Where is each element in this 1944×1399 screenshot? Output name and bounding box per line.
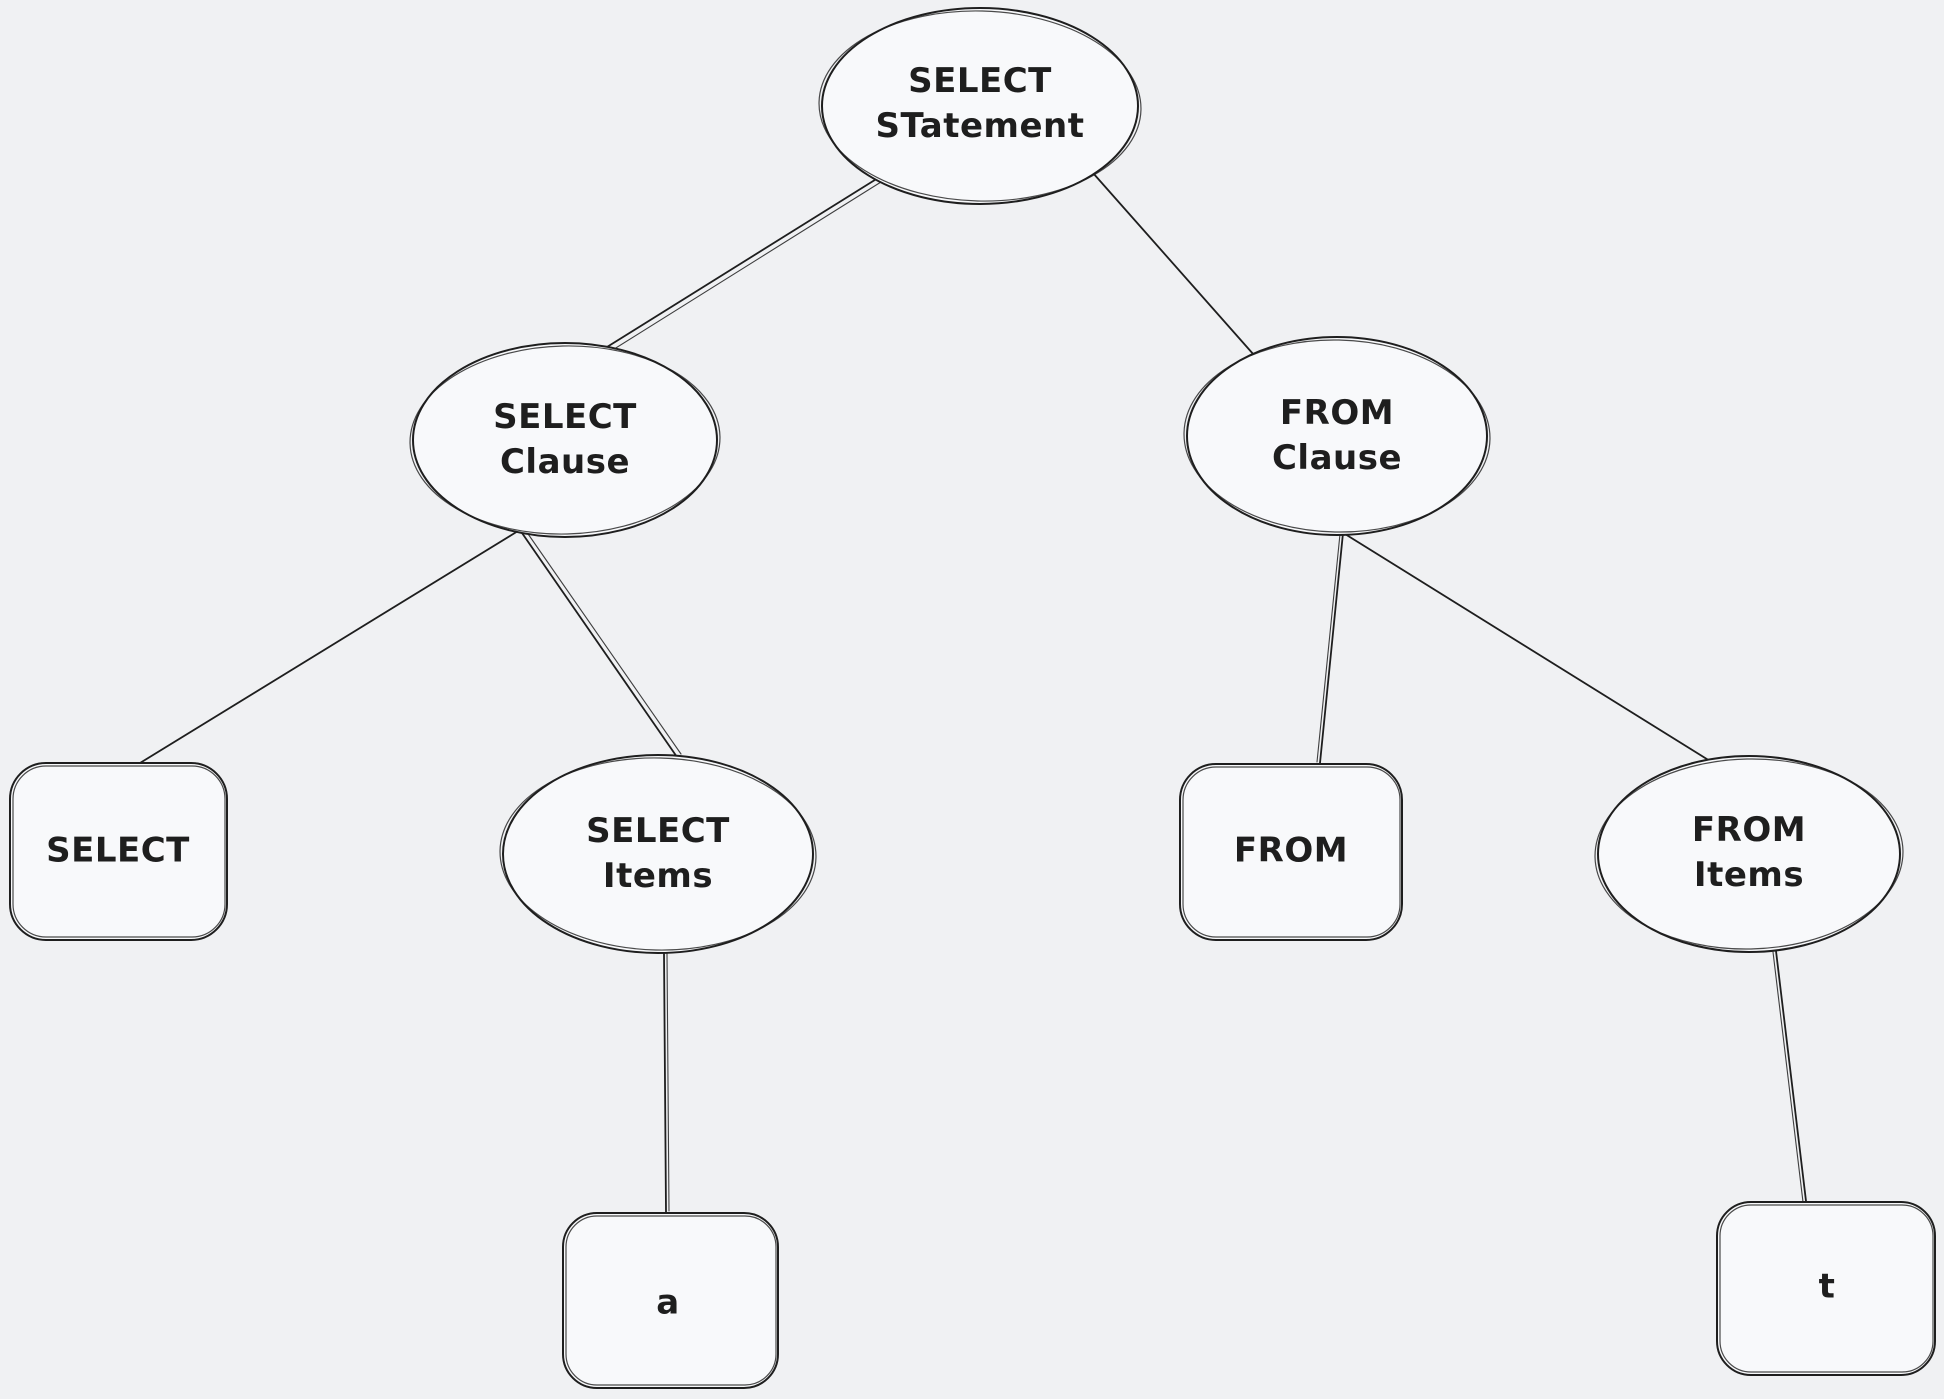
node-from-item-t-shape [1716, 1201, 1936, 1376]
node-from-items-shape [1594, 755, 1904, 953]
edge-select-items-to-select-item-a [663, 952, 670, 1213]
edge-from-clause-to-from-keyword [1316, 532, 1344, 764]
node-select-clause-shape [409, 342, 721, 538]
node-select-keyword-shape [9, 762, 228, 941]
node-select-item-a-shape [562, 1212, 779, 1389]
node-from-keyword-shape [1179, 763, 1403, 941]
node-select-items-shape [499, 754, 817, 954]
edge-select-statement-to-from-clause [1092, 172, 1255, 356]
edge-select-clause-to-select-items [521, 530, 682, 758]
edge-from-clause-to-from-items [1344, 533, 1711, 762]
edges [139, 172, 1807, 1213]
edge-select-statement-to-select-clause [606, 177, 882, 352]
edge-select-clause-to-select-keyword [139, 530, 519, 764]
node-from-clause-shape [1183, 336, 1491, 536]
edge-from-items-to-from-item-t [1772, 950, 1807, 1203]
node-select-statement-shape [818, 7, 1142, 205]
nodes [9, 7, 1936, 1389]
